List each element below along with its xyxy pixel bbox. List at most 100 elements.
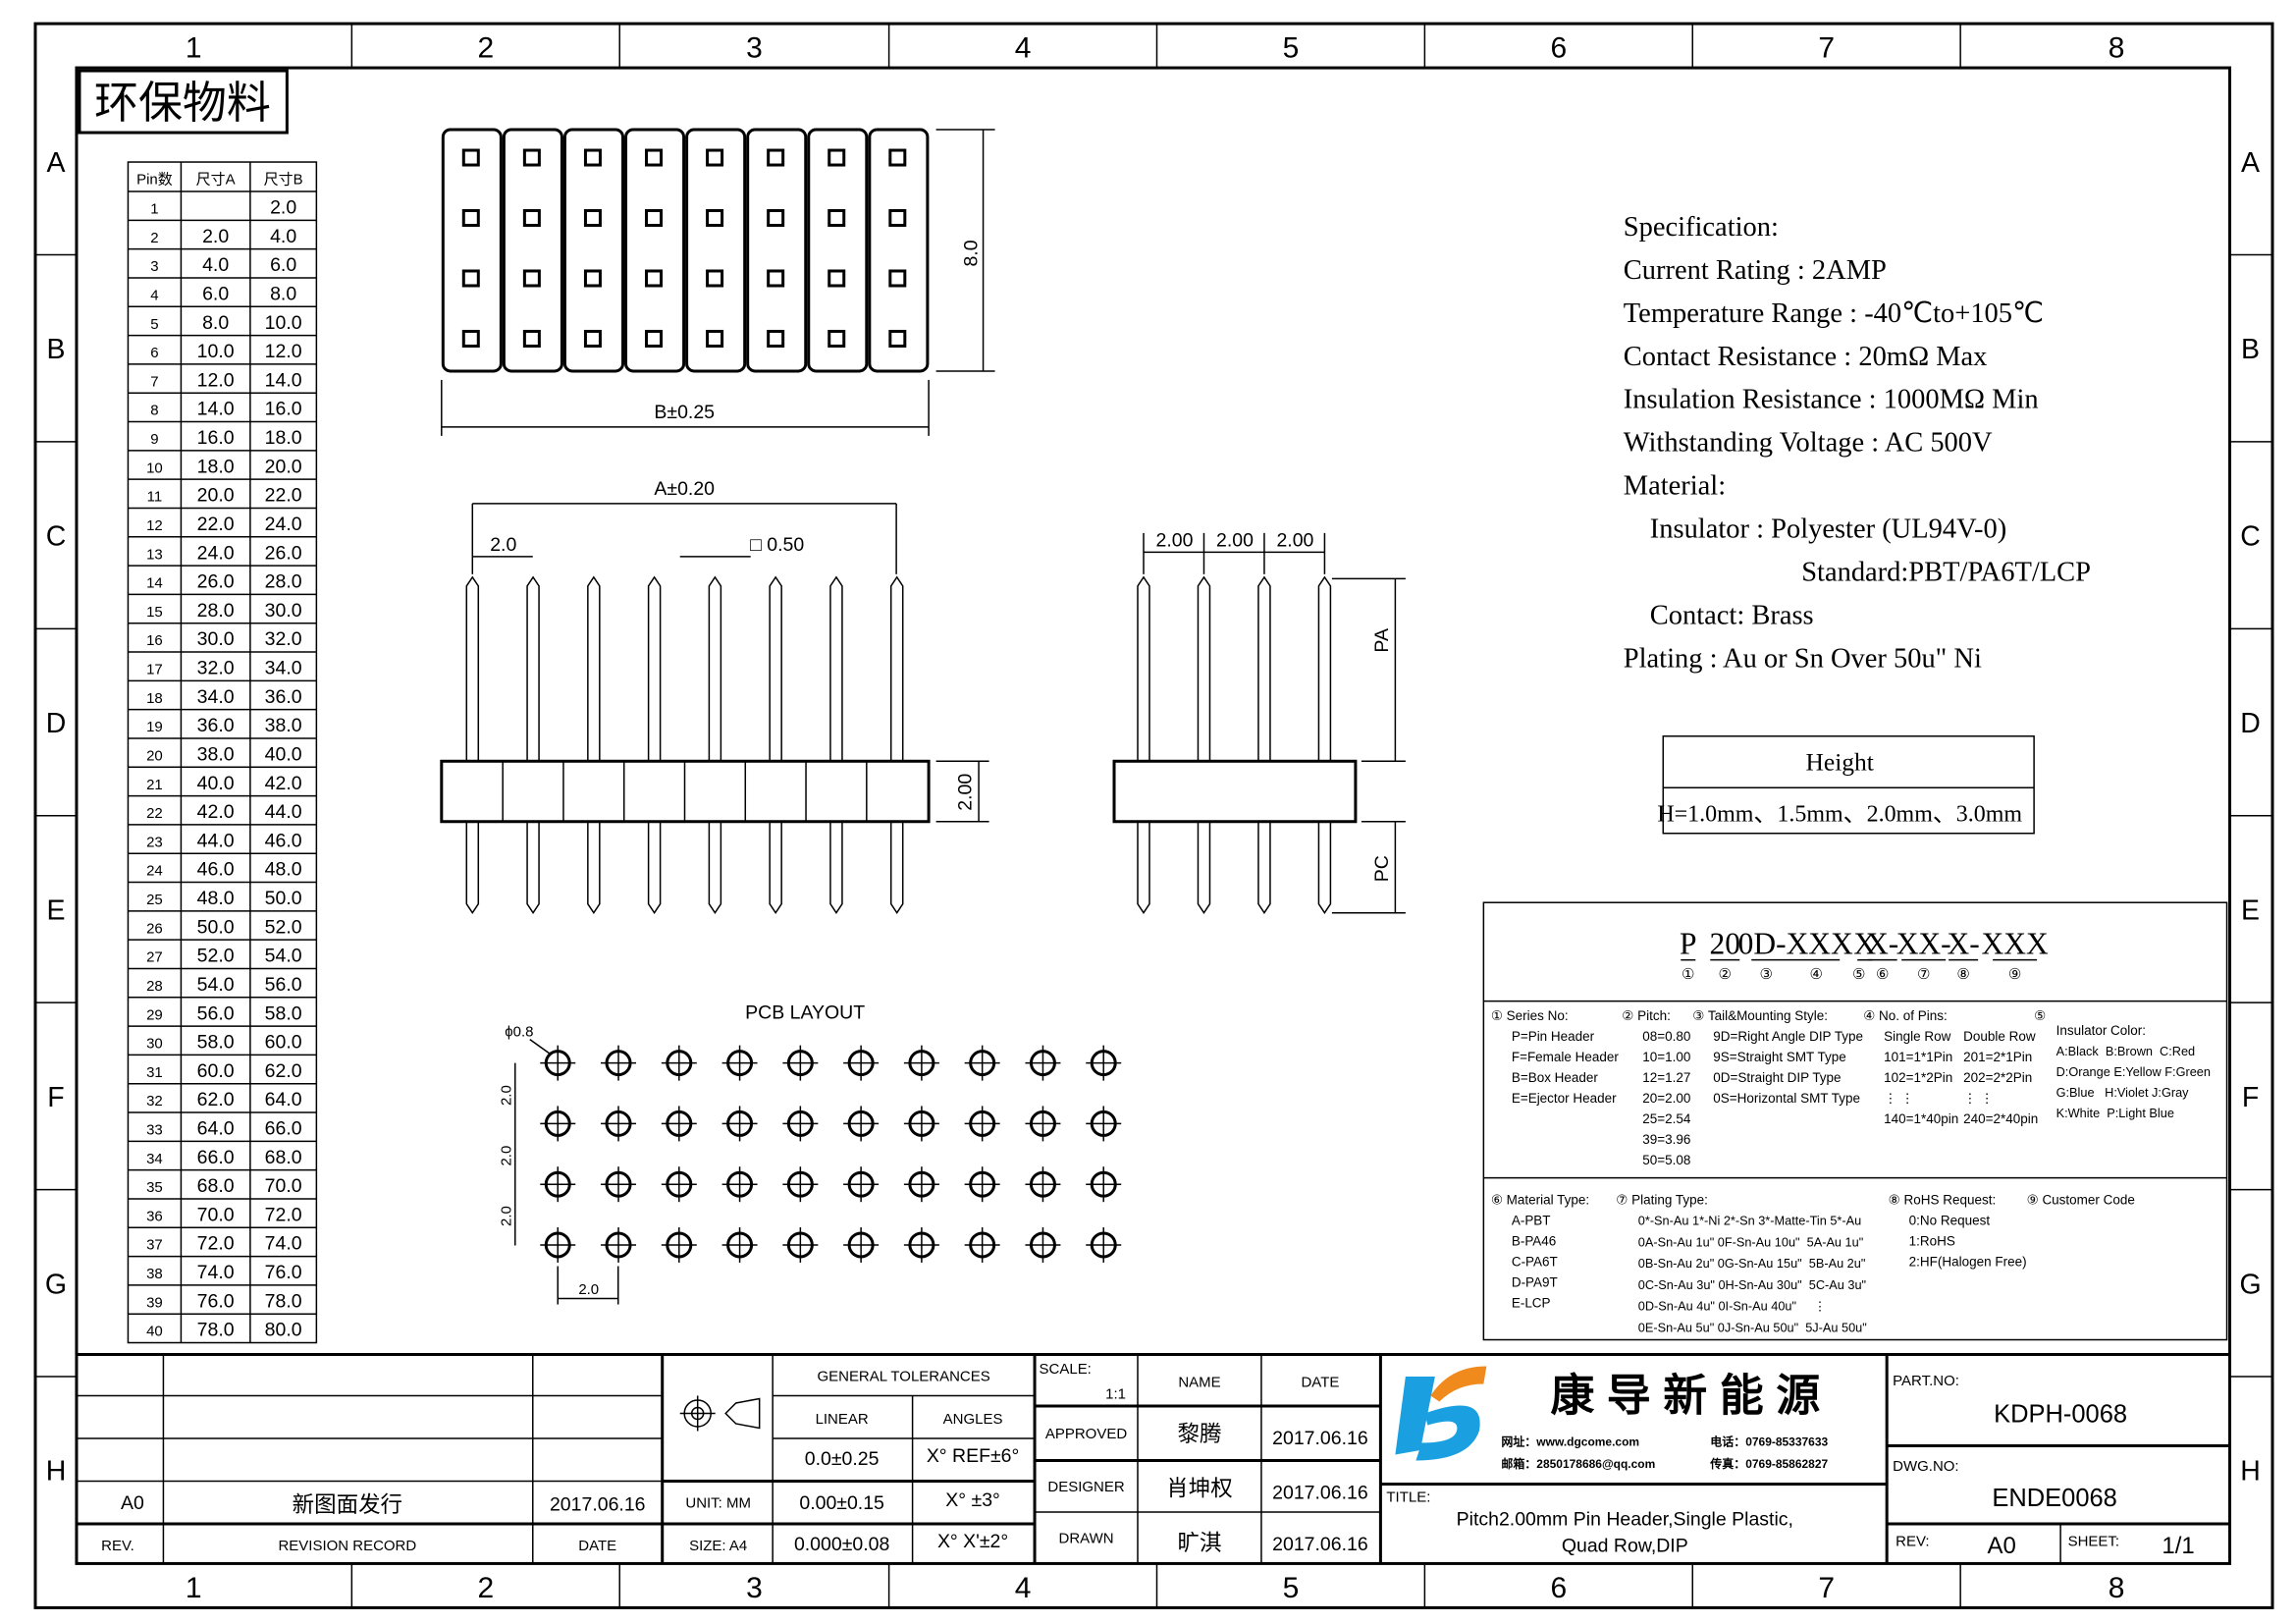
table-cell: 42.0: [265, 773, 302, 794]
table-cell: 40.0: [197, 773, 235, 794]
pins-single-item: 140=1*40pin: [1884, 1111, 1958, 1126]
part-code-marker: ⑤: [1852, 966, 1865, 983]
drawn-label: DRAWN: [1059, 1530, 1114, 1546]
pin-square: [828, 209, 846, 228]
table-cell: 68.0: [265, 1147, 302, 1168]
table-header: 尺寸A: [196, 172, 236, 189]
company-block: 康 导 新 能 源 网址：www.dgcome.com 电话：0769-8533…: [1380, 1354, 1889, 1564]
table-cell: 80.0: [265, 1320, 302, 1341]
table-cell: 60.0: [197, 1060, 235, 1082]
spec-line: Temperature Range : -40℃to+105℃: [1624, 298, 2044, 329]
rev-label-title: REV:: [1896, 1533, 1929, 1549]
table-cell: 31: [146, 1064, 163, 1081]
height-values: H=1.0mm、1.5mm、2.0mm、3.0mm: [1657, 802, 2022, 828]
table-cell: 72.0: [197, 1233, 235, 1255]
column-label: 5: [1283, 1572, 1300, 1604]
spec-line: Material:: [1624, 471, 1726, 502]
sheet-value: 1/1: [2162, 1533, 2194, 1559]
color-title: ⑤: [2034, 1008, 2046, 1023]
table-cell: 3: [150, 258, 158, 275]
pin-square: [583, 329, 602, 348]
approver-name: 黎腾: [1177, 1422, 1221, 1446]
material-item: A-PBT: [1512, 1214, 1551, 1228]
part-no: KDPH-0068: [1994, 1400, 2127, 1428]
plating-item: 0*-Sn-Au 1*-Ni 2*-Sn 3*-Matte-Tin 5*-Au: [1638, 1214, 1861, 1228]
color-item: K:White P:Light Blue: [2056, 1106, 2174, 1120]
table-cell: 27: [146, 949, 163, 966]
company-fax: 传真：0769-85862827: [1709, 1456, 1828, 1471]
table-cell: 44.0: [197, 830, 235, 851]
table-cell: 32.0: [265, 628, 302, 650]
revision-date: 2017.06.16: [550, 1493, 646, 1515]
part-code-segment: P: [1680, 927, 1697, 961]
revision-block: A0 新图面发行 2017.06.16 REV. REVISION RECORD…: [76, 1354, 1036, 1564]
plastic-body: [441, 128, 503, 373]
row-label: D: [2240, 708, 2261, 739]
angles-label: ANGLES: [943, 1411, 1003, 1428]
row-pitch-dim: 2.0: [498, 1206, 514, 1226]
table-cell: 14: [146, 575, 163, 592]
pin: [1257, 821, 1271, 915]
side-pitch-dim: 2.00: [1156, 529, 1194, 551]
table-cell: 48.0: [197, 888, 235, 909]
pin-square: [583, 269, 602, 288]
table-cell: 24.0: [265, 514, 302, 535]
pin: [1317, 575, 1332, 762]
pin: [1137, 821, 1150, 915]
table-cell: 25: [146, 892, 163, 908]
table-cell: 24: [146, 863, 163, 880]
height-table: Height H=1.0mm、1.5mm、2.0mm、3.0mm: [1657, 735, 2035, 835]
series-item: P=Pin Header: [1512, 1029, 1595, 1044]
pitch-item: 20=2.00: [1642, 1091, 1690, 1106]
table-header: 尺寸B: [264, 172, 303, 189]
color-subtitle: Insulator Color:: [2056, 1023, 2146, 1038]
material-item: E-LCP: [1512, 1296, 1551, 1311]
pin-square: [583, 148, 602, 167]
column-label: 5: [1283, 32, 1300, 65]
spec-line: Withstanding Voltage : AC 500V: [1624, 428, 1993, 459]
spec-line: Contact Resistance : 20mΩ Max: [1624, 342, 1988, 372]
table-cell: 19: [146, 719, 163, 735]
table-cell: 66.0: [197, 1147, 235, 1168]
rohs-title: ⑧ RoHS Request:: [1889, 1193, 1997, 1208]
pcb-layout-title: PCB LAYOUT: [745, 1002, 865, 1024]
table-cell: 30: [146, 1036, 163, 1053]
material-title: ⑥ Material Type:: [1491, 1193, 1589, 1208]
table-cell: 38.0: [197, 743, 235, 765]
pcb-layout: PCB LAYOUT ϕ0.8 2.0 2.0 2.0 2.0: [498, 1002, 1122, 1305]
pins-title: ④ No. of Pins:: [1863, 1008, 1948, 1023]
table-cell: 34.0: [197, 686, 235, 708]
table-cell: 26: [146, 920, 163, 937]
row-label: D: [46, 708, 67, 739]
row-pitch-dim: 2.0: [498, 1085, 514, 1106]
rohs-item: 0:No Request: [1909, 1214, 1991, 1228]
part-code-segment: X-: [1948, 927, 1980, 961]
plastic-body: [562, 128, 625, 373]
table-cell: 22.0: [265, 485, 302, 507]
pitch-item: 25=2.54: [1642, 1111, 1691, 1126]
pin-square: [828, 148, 846, 167]
pin-square: [767, 269, 785, 288]
tail-item: 9D=Right Angle DIP Type: [1713, 1029, 1863, 1044]
column-label: 2: [477, 32, 494, 65]
hole-dim: ϕ0.8: [505, 1024, 533, 1041]
part-code-marker: ②: [1719, 966, 1732, 983]
table-cell: 78.0: [265, 1290, 302, 1312]
table-cell: 16.0: [265, 399, 302, 420]
unit: UNIT: MM: [685, 1494, 751, 1511]
width-dim: B±0.25: [654, 402, 715, 423]
table-cell: 64.0: [197, 1118, 235, 1140]
dwg-no: ENDE0068: [1992, 1485, 2116, 1512]
scale-value: 1:1: [1105, 1385, 1126, 1402]
plating-item: 0E-Sn-Au 5u" 0J-Sn-Au 50u" 5J-Au 50u": [1638, 1320, 1867, 1334]
table-cell: 74.0: [197, 1262, 235, 1283]
column-label: 7: [1818, 32, 1835, 65]
part-code-segment: X: [1853, 927, 1876, 961]
side-pitch-dim: 2.00: [1216, 529, 1254, 551]
table-cell: 50.0: [197, 916, 235, 938]
pin: [465, 575, 480, 762]
pins-single-header: Single Row: [1884, 1029, 1950, 1044]
plating-item: 0A-Sn-Au 1u" 0F-Sn-Au 10u" 5A-Au 1u": [1638, 1234, 1863, 1249]
pin: [769, 575, 782, 762]
table-cell: 12: [146, 517, 163, 534]
